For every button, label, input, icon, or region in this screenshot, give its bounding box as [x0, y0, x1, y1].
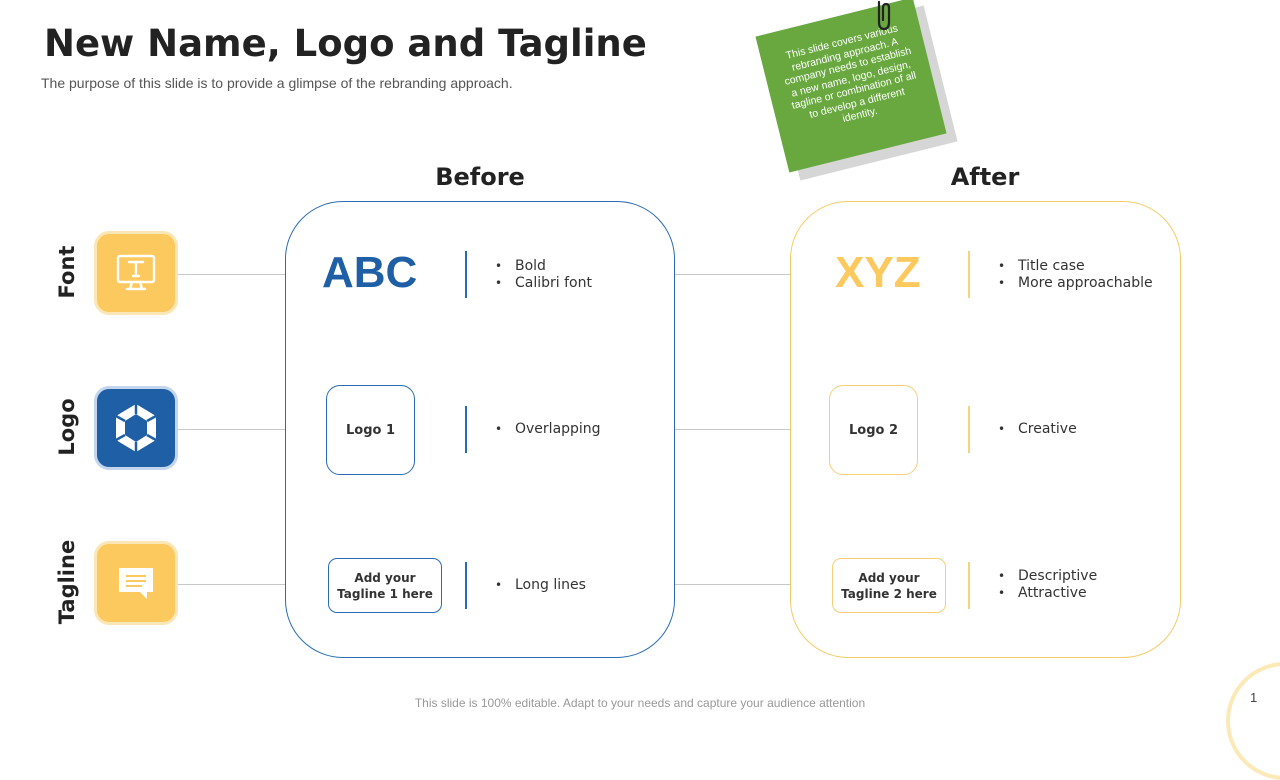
footer-note: This slide is 100% editable. Adapt to yo… [414, 696, 866, 710]
bullet-item: Calibri font [495, 275, 592, 292]
chat-bubble-icon [119, 568, 153, 599]
before-logo-box: Logo 1 [326, 385, 415, 475]
logo-tile [97, 389, 175, 467]
bullet-item: More approachable [998, 275, 1153, 292]
before-font-sample: ABC [322, 248, 418, 297]
hexagon-logo-icon [115, 404, 157, 452]
tagline-box-line: Tagline 1 here [337, 586, 433, 601]
connector-logo-mid [674, 429, 790, 430]
after-tagline-box: Add your Tagline 2 here [832, 558, 946, 613]
slide-subtitle: The purpose of this slide is to provide … [41, 75, 513, 91]
after-font-bullets: Title case More approachable [998, 258, 1153, 292]
connector-font-left [178, 274, 286, 275]
row-label-logo: Logo [55, 398, 79, 456]
monitor-text-icon [116, 254, 156, 291]
before-tagline-box: Add your Tagline 1 here [328, 558, 442, 613]
tagline-box-line: Add your [354, 570, 416, 585]
after-logo-bullets: Creative [998, 421, 1077, 438]
after-font-divider [968, 251, 970, 298]
before-font-bullets: Bold Calibri font [495, 258, 592, 292]
bullet-item: Bold [495, 258, 592, 275]
tagline-box-line: Tagline 2 here [841, 586, 937, 601]
tagline-box-line: Add your [858, 570, 920, 585]
before-logo-divider [465, 406, 467, 453]
bullet-item: Long lines [495, 577, 586, 594]
connector-tagline-left [178, 584, 286, 585]
bullet-item: Overlapping [495, 421, 601, 438]
bullet-item: Title case [998, 258, 1153, 275]
bullet-item: Attractive [998, 585, 1097, 602]
paperclip-icon [877, 0, 891, 31]
before-logo-bullets: Overlapping [495, 421, 601, 438]
before-heading: Before [435, 163, 525, 191]
after-logo-box: Logo 2 [829, 385, 918, 475]
before-tagline-divider [465, 562, 467, 609]
connector-font-mid [674, 274, 790, 275]
page-number-badge [1226, 662, 1280, 780]
bullet-item: Descriptive [998, 568, 1097, 585]
bullet-item: Creative [998, 421, 1077, 438]
after-tagline-bullets: Descriptive Attractive [998, 568, 1097, 602]
tagline-tile [97, 544, 175, 622]
font-tile [97, 234, 175, 312]
connector-tagline-mid [674, 584, 790, 585]
before-font-divider [465, 251, 467, 298]
after-font-sample: XYZ [835, 248, 921, 297]
slide-title: New Name, Logo and Tagline [44, 22, 647, 65]
page-number: 1 [1250, 690, 1258, 705]
connector-logo-left [178, 429, 286, 430]
row-label-tagline: Tagline [55, 539, 79, 625]
after-heading: After [950, 163, 1020, 191]
row-label-font: Font [55, 245, 79, 299]
after-logo-divider [968, 406, 970, 453]
before-tagline-bullets: Long lines [495, 577, 586, 594]
after-tagline-divider [968, 562, 970, 609]
